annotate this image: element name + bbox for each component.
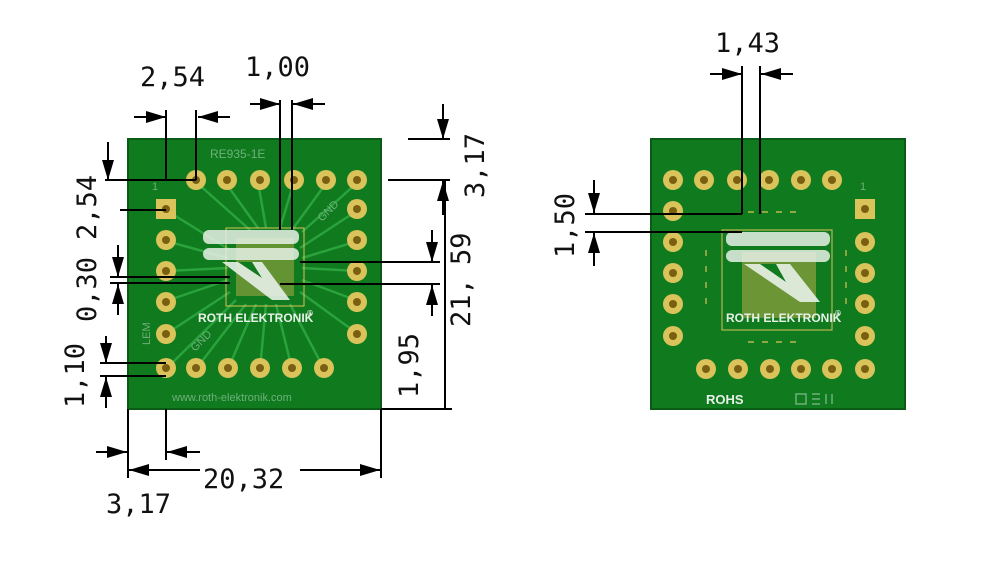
right-pad-right-5 xyxy=(855,326,875,346)
right-pad-left-2 xyxy=(663,232,683,252)
dim-bottom-offset: 3,17 xyxy=(106,489,171,520)
left-pad-left-4 xyxy=(156,292,176,312)
left-pad-bottom-4 xyxy=(282,358,302,378)
left-pad-top-5 xyxy=(316,170,336,190)
left-dimension-lines xyxy=(96,98,452,478)
right-serial-mark xyxy=(795,393,833,405)
right-pad-bottom-3 xyxy=(760,359,780,379)
dim-offset-030: 0,30 xyxy=(72,257,103,322)
left-pin1-label: 1 xyxy=(152,181,158,193)
left-part-number: RE935-1E xyxy=(210,147,265,161)
left-logo-text: ROTH ELEKTRONIK xyxy=(198,311,314,325)
right-pin1-label: 1 xyxy=(860,181,866,193)
right-pad-left-3 xyxy=(663,263,683,283)
right-pad-top-3 xyxy=(727,170,747,190)
left-pad-right-2 xyxy=(347,230,367,250)
right-pad-right-2 xyxy=(855,232,875,252)
right-pad-left-1 xyxy=(663,201,683,221)
dim-board-width: 20,32 xyxy=(203,464,284,495)
right-pad-bottom-5 xyxy=(822,359,842,379)
left-pad-right-1 xyxy=(347,199,367,219)
right-pads xyxy=(663,170,875,379)
right-pad-left-5 xyxy=(663,326,683,346)
left-traces xyxy=(165,181,359,370)
right-registered-mark: ® xyxy=(835,309,841,318)
left-pad-bottom-1 xyxy=(186,358,206,378)
left-url: www.roth-elektronik.com xyxy=(171,392,292,404)
dim-right-pitch-top: 1,43 xyxy=(715,28,780,59)
left-roth-logo-mark xyxy=(203,230,299,300)
dim-pad-pitch-top: 2,54 xyxy=(140,62,205,93)
left-pad-left-2 xyxy=(156,230,176,250)
left-pad-bottom-2 xyxy=(218,358,238,378)
left-pad-right-3 xyxy=(347,261,367,281)
right-pad-pin1 xyxy=(855,199,875,219)
right-pad-bottom-2 xyxy=(728,359,748,379)
right-pad-top-6 xyxy=(822,170,842,190)
left-pad-left-5 xyxy=(156,324,176,344)
left-pad-top-6 xyxy=(347,170,367,190)
dim-pad-gap-top: 1,00 xyxy=(245,52,310,83)
right-pad-bottom-4 xyxy=(791,359,811,379)
right-dimension-lines xyxy=(585,66,793,266)
right-pad-right-3 xyxy=(855,263,875,283)
right-pad-left-4 xyxy=(663,294,683,314)
left-pad-top-4 xyxy=(284,170,304,190)
right-logo-text: ROTH ELEKTRONIK xyxy=(726,311,842,325)
left-pad-top-3 xyxy=(250,170,270,190)
dim-right-pitch-left: 1,50 xyxy=(550,193,581,258)
left-pad-bottom-5 xyxy=(314,358,334,378)
dim-left-pitch: 2,54 xyxy=(72,175,103,240)
right-pad-right-6 xyxy=(855,359,875,379)
left-pad-bottom-3 xyxy=(250,358,270,378)
dim-inner-195: 1,95 xyxy=(394,333,425,398)
right-pcb-board: ROTH ELEKTRONIK ® ROHS 1 xyxy=(650,138,906,410)
right-pad-top-1 xyxy=(663,170,683,190)
right-pad-bottom-1 xyxy=(696,359,716,379)
right-pad-top-5 xyxy=(791,170,811,190)
left-pcb-board: ROTH ELEKTRONIK ® RE935-1E GND GND 1 LEM… xyxy=(127,138,382,410)
left-side-label: LEM xyxy=(141,322,153,345)
dim-top-offset: 3,17 xyxy=(460,133,491,198)
dim-offset-110: 1,10 xyxy=(60,343,91,408)
left-pad-right-5 xyxy=(347,324,367,344)
right-pad-top-4 xyxy=(759,170,779,190)
right-pad-top-2 xyxy=(694,170,714,190)
left-registered-mark: ® xyxy=(307,309,313,318)
dim-inner-59: 59 xyxy=(446,232,477,265)
left-pads xyxy=(156,170,367,378)
left-pad-top-2 xyxy=(217,170,237,190)
dim-inner-2159: 21, xyxy=(446,278,477,327)
right-rohs-label: ROHS xyxy=(706,392,744,407)
left-pad-right-4 xyxy=(347,292,367,312)
right-pad-right-4 xyxy=(855,294,875,314)
right-roth-logo-mark xyxy=(726,232,830,302)
